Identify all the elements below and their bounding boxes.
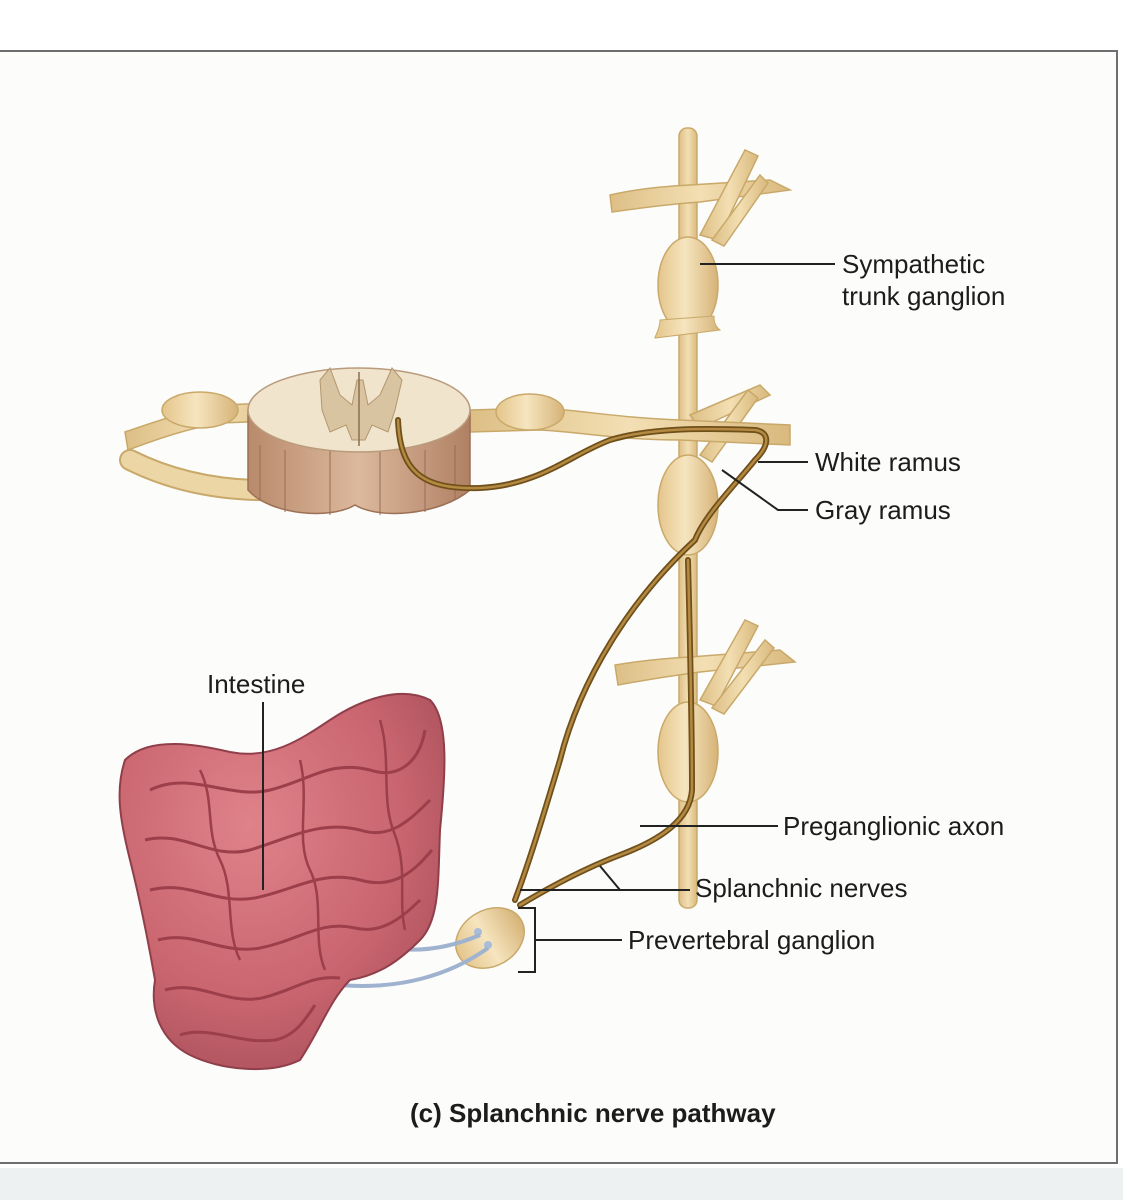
prevertebral-ganglion-shape [455,907,525,969]
intestine-shape [118,692,446,1070]
label-intestine: Intestine [207,669,306,699]
leader-gray-ramus [721,469,808,511]
bottom-strip [0,1168,1123,1200]
spinal-cord [247,367,471,515]
label-white-ramus: White ramus [815,447,961,477]
label-sympathetic-line1: Sympathetic [842,249,986,279]
preganglionic-axon-path [395,417,770,908]
upper-trunk-ganglion [609,149,793,339]
middle-trunk-ganglion [657,384,772,556]
label-splanchnic-nerves: Splanchnic nerves [695,873,908,903]
leader-lines [262,263,835,973]
label-gray-ramus: Gray ramus [815,495,951,525]
figure-caption: (c) Splanchnic nerve pathway [410,1098,776,1128]
label-sympathetic-line2: trunk ganglion [842,281,1006,311]
label-sympathetic-trunk-ganglion: Sympathetic trunk ganglion [842,248,1005,312]
label-prevertebral-ganglion: Prevertebral ganglion [628,925,876,955]
lower-trunk-ganglion [614,619,797,803]
label-preganglionic-axon: Preganglionic axon [783,811,1005,841]
